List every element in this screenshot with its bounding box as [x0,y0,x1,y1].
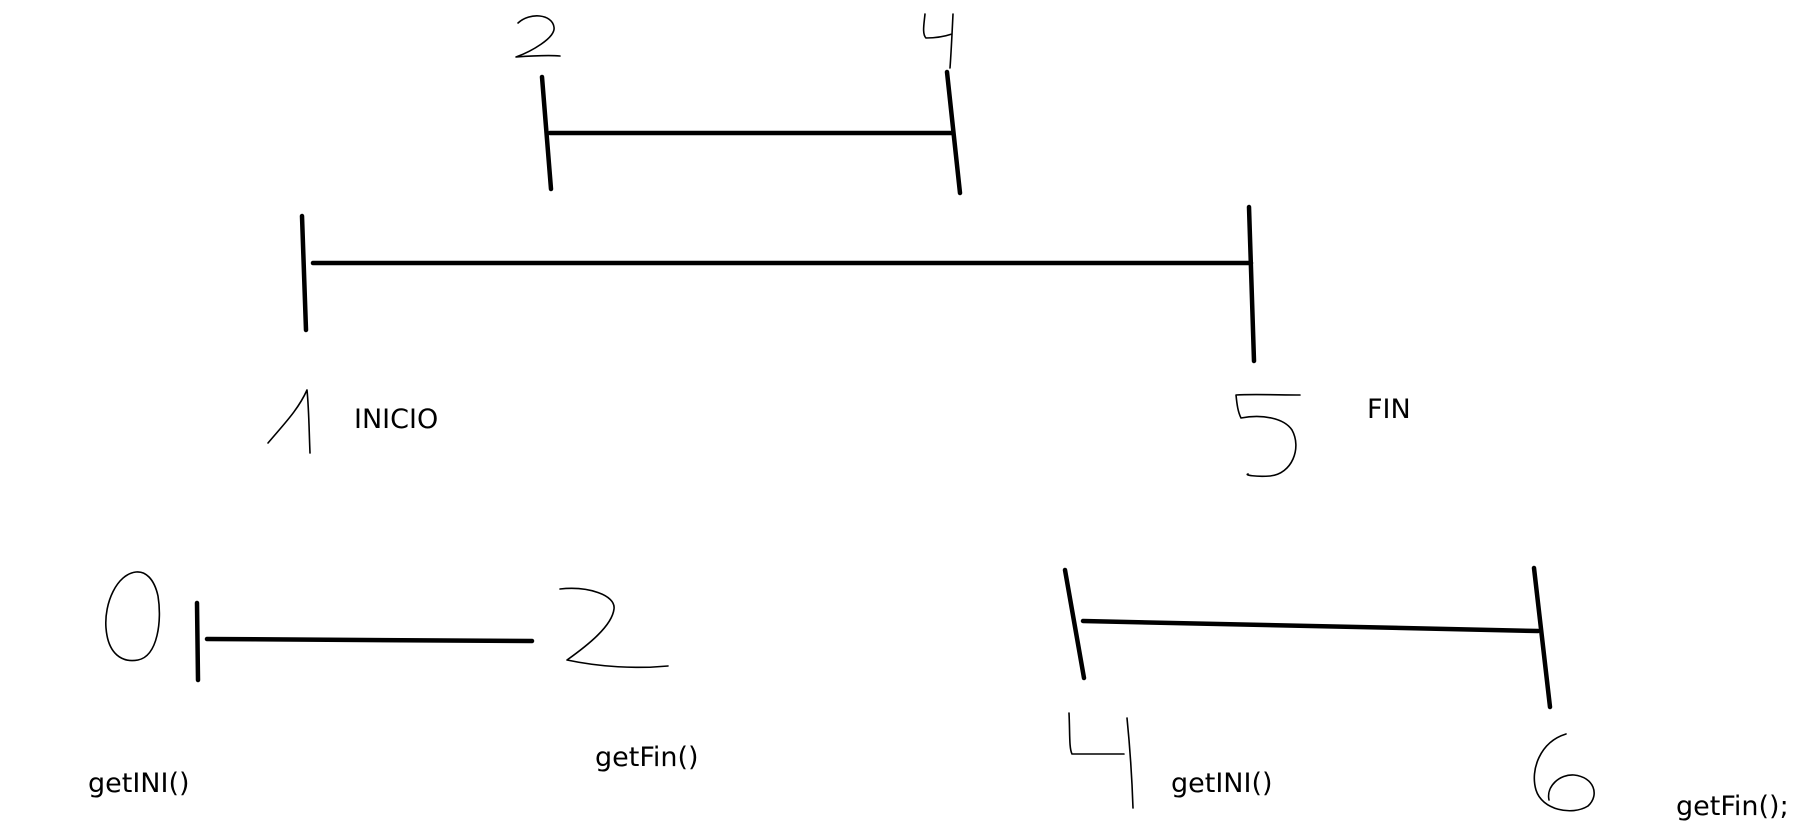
interval-main-end-tick [1246,204,1257,364]
numeral-main-end [1235,393,1301,478]
interval-top-start-tick [539,74,554,192]
interval-main-start-tick [299,213,309,333]
numeral-left-start [105,571,161,662]
numeral-right-end [1533,733,1595,812]
numeral-main-start [267,389,311,454]
numeral-left-end [559,587,669,669]
interval-main [299,204,1257,364]
interval-top [539,69,963,196]
interval-right [1062,565,1553,710]
label-left-get-ini: getINI() [88,768,190,799]
interval-right-end-tick [1531,565,1553,710]
label-right-get-ini: getINI() [1171,768,1273,799]
numeral-right-start [1068,712,1134,809]
interval-left [194,600,535,683]
label-left-get-fin: getFin() [595,742,699,773]
interval-right-bar [1080,618,1541,634]
interval-left-bar [204,636,535,644]
interval-top-end-tick [944,69,963,196]
label-fin: FIN [1367,394,1411,425]
label-inicio: INICIO [354,404,438,435]
interval-left-start-tick [194,600,201,683]
interval-right-start-tick [1062,567,1087,681]
label-right-get-fin: getFin(); [1676,791,1789,822]
numeral-top-start [515,15,561,58]
numeral-top-end [922,13,954,69]
